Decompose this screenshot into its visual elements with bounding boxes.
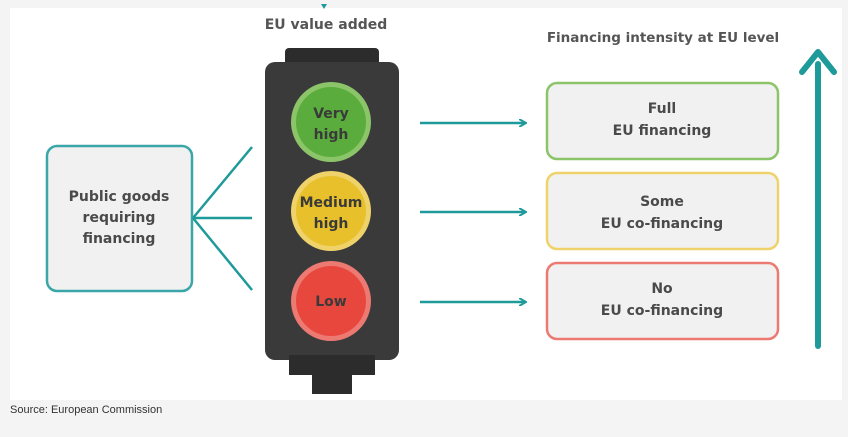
public-goods-label-line3: financing xyxy=(83,231,156,247)
outcome-no: No EU co-financing xyxy=(545,261,780,341)
outcome-arrows xyxy=(420,123,525,302)
light-label-line1: Very xyxy=(313,106,349,122)
outcome-label-line2: EU financing xyxy=(613,123,712,139)
light-medium-high: Medium high xyxy=(291,171,371,251)
eu-value-added-heading: EU value added xyxy=(265,17,388,33)
top-pointer-icon xyxy=(321,4,327,9)
outcome-label-line2: EU co-financing xyxy=(601,303,723,319)
outcome-some: Some EU co-financing xyxy=(545,171,780,251)
traffic-light-base xyxy=(289,355,375,375)
public-goods-box xyxy=(45,144,194,293)
light-label-line2: high xyxy=(314,216,349,232)
outcome-box xyxy=(545,171,780,251)
light-label-line1: Medium xyxy=(300,195,363,211)
outcome-full: Full EU financing xyxy=(545,81,780,161)
outcome-label-line1: Full xyxy=(648,101,676,117)
outcome-label-line1: No xyxy=(651,281,673,297)
financing-intensity-heading: Financing intensity at EU level xyxy=(547,30,779,46)
light-low: Low xyxy=(291,261,371,341)
outcome-label-line1: Some xyxy=(640,194,684,210)
light-very-high: Very high xyxy=(291,82,371,162)
public-goods-label-line1: Public goods xyxy=(69,189,170,205)
intensity-arrow-up-icon xyxy=(799,49,837,349)
light-label-line2: high xyxy=(314,127,349,143)
outcome-box xyxy=(545,261,780,341)
light-label-line1: Low xyxy=(315,294,347,310)
outcome-box xyxy=(545,81,780,161)
outcome-label-line2: EU co-financing xyxy=(601,216,723,232)
public-goods-label-line2: requiring xyxy=(83,210,156,226)
fan-connector xyxy=(192,146,253,291)
source-note: Source: European Commission xyxy=(10,404,163,416)
traffic-light-stand xyxy=(312,372,352,394)
